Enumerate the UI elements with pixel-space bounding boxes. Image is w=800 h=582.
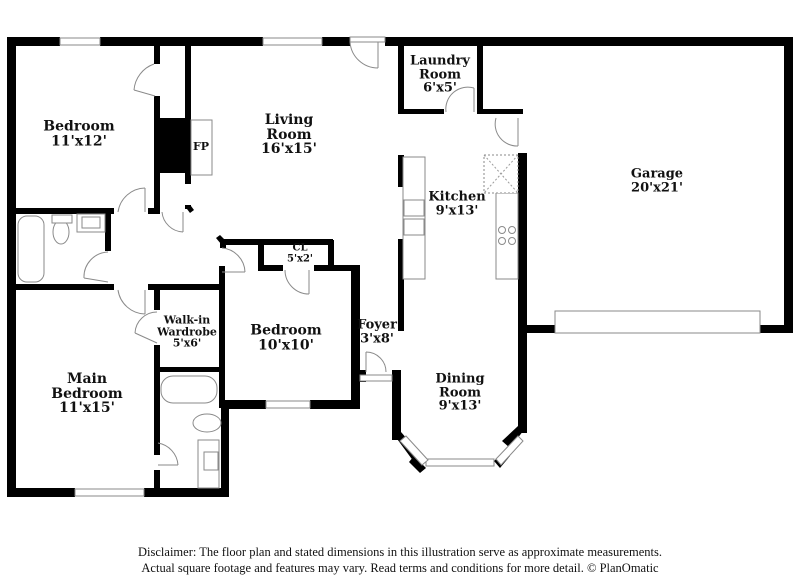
room-name-line-1: Laundry	[410, 53, 470, 69]
interior-walls	[16, 46, 523, 497]
room-name: Bedroom	[43, 118, 115, 135]
room-label-foyer: Foyer 3'x8'	[357, 318, 397, 345]
room-name-line-2: Wardrobe	[157, 325, 217, 339]
room-label-fireplace: FP	[193, 141, 209, 153]
room-dimensions: 11'x15'	[59, 400, 115, 417]
disclaimer-line-2: Actual square footage and features may v…	[141, 561, 659, 575]
room-dimensions: 6'x5'	[423, 80, 457, 96]
room-label-laundry-room: Laundry Room 6'x5'	[410, 53, 470, 96]
disclaimer: Disclaimer: The floor plan and stated di…	[0, 544, 800, 576]
room-dimensions: 11'x12'	[51, 133, 107, 149]
fireplace-label: FP	[192, 140, 210, 154]
disclaimer-line-1: Disclaimer: The floor plan and stated di…	[138, 545, 662, 559]
room-name-line-2: Room	[266, 126, 312, 143]
room-name-line-1: Living	[264, 111, 314, 128]
room-label-walk-in-wardrobe: Walk-in Wardrobe 5'x6'	[157, 315, 217, 350]
room-dimensions: 5'x2'	[286, 253, 314, 264]
room-label-bedroom-1: Bedroom 11'x12'	[43, 119, 114, 148]
room-dimensions: 16'x15'	[261, 141, 317, 158]
room-name: Bedroom	[250, 322, 322, 339]
room-name: Foyer	[357, 317, 397, 333]
room-dimensions: 20'x21'	[631, 180, 683, 195]
room-label-living-room: Living Room 16'x15'	[261, 113, 317, 157]
room-name: Kitchen	[428, 189, 486, 205]
room-name-line-1: Main	[66, 370, 108, 387]
windows	[59, 37, 761, 497]
room-dimensions: 5'x6'	[172, 336, 202, 350]
fixtures	[17, 119, 519, 489]
room-name-line-2: Bedroom	[51, 385, 123, 402]
room-dimensions: 10'x10'	[258, 337, 314, 353]
room-name: Garage	[630, 166, 684, 182]
room-dimensions: 9'x13'	[438, 398, 482, 414]
room-label-kitchen: Kitchen 9'x13'	[428, 190, 485, 217]
room-name-line-2: Room	[439, 385, 481, 401]
room-label-bedroom-2: Bedroom 10'x10'	[250, 323, 321, 352]
room-name: CL	[292, 242, 308, 254]
room-name-line-1: Dining	[435, 371, 485, 387]
room-dimensions: 3'x8'	[360, 331, 394, 346]
room-label-main-bedroom: Main Bedroom 11'x15'	[51, 372, 122, 416]
room-dimensions: 9'x13'	[435, 203, 479, 218]
room-label-closet: CL 5'x2'	[286, 242, 314, 265]
room-name-line-2: Room	[419, 67, 461, 83]
doors	[83, 36, 519, 466]
room-label-dining-room: Dining Room 9'x13'	[435, 371, 485, 414]
room-label-garage: Garage 20'x21'	[631, 167, 683, 194]
room-name-line-1: Walk-in	[163, 313, 211, 327]
